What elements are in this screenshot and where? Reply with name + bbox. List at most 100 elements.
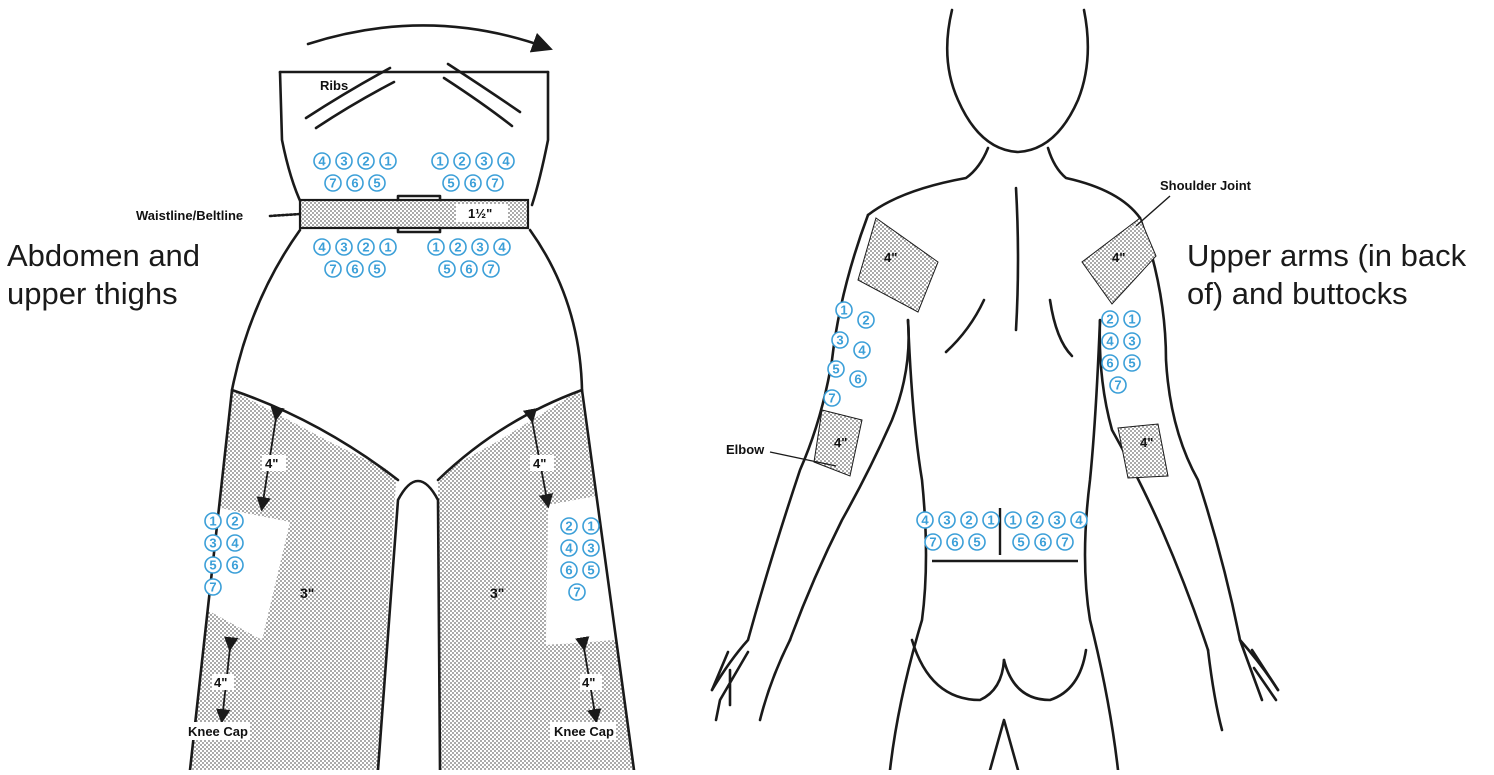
shoulder-joint-label: Shoulder Joint xyxy=(1160,178,1252,193)
abdomen-lower-right-site-number: 7 xyxy=(487,262,494,277)
thigh-right-site-number: 3 xyxy=(587,541,594,556)
waistline-leader xyxy=(270,214,300,216)
abdomen-upper-right-site-number: 7 xyxy=(491,176,498,191)
caption-arms-buttocks: Upper arms (in back of) and buttocks xyxy=(1187,237,1466,313)
torso-right-edge xyxy=(532,72,548,205)
arm-left-site-number: 1 xyxy=(840,303,847,318)
thigh-left-site-number: 1 xyxy=(209,514,216,529)
buttock-left-site-number: 3 xyxy=(943,513,950,528)
left-scapula xyxy=(946,300,984,352)
left-shoulder-measure-label: 4" xyxy=(884,250,897,265)
thigh-left-site-number: 2 xyxy=(231,514,238,529)
caption-right-line-1: Upper arms (in back xyxy=(1187,237,1466,275)
abdomen-upper-right-site-number: 4 xyxy=(502,154,510,169)
buttock-left-site-number: 4 xyxy=(921,513,929,528)
buttock-left-site-number: 6 xyxy=(951,535,958,550)
right-thigh-width-label: 3" xyxy=(490,585,504,601)
buttock-right-site-number: 1 xyxy=(1009,513,1016,528)
front-figure: Ribs 1½" Waistline/Beltline 4" 4" 3" 3" … xyxy=(136,25,634,770)
left-upper-thigh-measure-label: 4" xyxy=(265,456,278,471)
head-outline xyxy=(947,10,1088,152)
abdomen-lower-right-site-number: 4 xyxy=(498,240,506,255)
thigh-right-site-number: 1 xyxy=(587,519,594,534)
arm-right-site-number: 3 xyxy=(1128,334,1135,349)
arm-right-site-number: 1 xyxy=(1128,312,1135,327)
buttock-right-site-number: 6 xyxy=(1039,535,1046,550)
abdomen-lower-left-site-number: 3 xyxy=(340,240,347,255)
abdomen-upper-left-site-number: 5 xyxy=(373,176,380,191)
belt-width-label: 1½" xyxy=(468,206,492,221)
right-hand xyxy=(1208,640,1278,730)
abdomen-lower-left-site-number: 7 xyxy=(329,262,336,277)
abdomen-upper-left-site-number: 2 xyxy=(362,154,369,169)
caption-left-line-2: upper thighs xyxy=(7,275,200,313)
caption-abdomen-thighs: Abdomen and upper thighs xyxy=(7,237,200,313)
rotation-arrow xyxy=(308,25,548,48)
arm-left-site-number: 6 xyxy=(854,372,861,387)
torso-left-side xyxy=(890,320,926,770)
arm-right-site-number: 6 xyxy=(1106,356,1113,371)
right-buttock-curve xyxy=(1004,650,1086,700)
buttock-right-site-number: 4 xyxy=(1075,513,1083,528)
left-shoulder-outline xyxy=(868,148,988,215)
leg-gap xyxy=(990,720,1018,770)
left-shoulder-zone xyxy=(858,218,938,312)
buttock-right-site-number: 2 xyxy=(1031,513,1038,528)
abdomen-upper-right-site-number: 3 xyxy=(480,154,487,169)
spine-line xyxy=(1016,188,1018,330)
abdomen-lower-left-site-number: 6 xyxy=(351,262,358,277)
abdomen-upper-left-site-number: 6 xyxy=(351,176,358,191)
thigh-left-site-number: 5 xyxy=(209,558,216,573)
buttock-left-site-number: 5 xyxy=(973,535,980,550)
thigh-left-site-number: 4 xyxy=(231,536,239,551)
elbow-label: Elbow xyxy=(726,442,765,457)
abdomen-upper-right-site-number: 1 xyxy=(436,154,443,169)
buttock-right-site-number: 5 xyxy=(1017,535,1024,550)
caption-left-line-1: Abdomen and xyxy=(7,237,200,275)
arm-left-site-number: 7 xyxy=(828,391,835,406)
buttock-right-site-number: 7 xyxy=(1061,535,1068,550)
left-knee-measure-label: 4" xyxy=(214,675,227,690)
arm-left-site-number: 2 xyxy=(862,313,869,328)
left-thigh-width-label: 3" xyxy=(300,585,314,601)
abdomen-upper-right-site-number: 2 xyxy=(458,154,465,169)
arm-left-site-number: 3 xyxy=(836,333,843,348)
abdomen-lower-right-site-number: 2 xyxy=(454,240,461,255)
arm-right-site-number: 5 xyxy=(1128,356,1135,371)
right-upper-thigh-measure-label: 4" xyxy=(533,456,546,471)
abdomen-upper-right-site-number: 6 xyxy=(469,176,476,191)
thigh-right-site-number: 6 xyxy=(565,563,572,578)
waistline-label: Waistline/Beltline xyxy=(136,208,243,223)
abdomen-lower-left-site-number: 2 xyxy=(362,240,369,255)
right-scapula xyxy=(1050,300,1072,356)
arm-left-site-number: 4 xyxy=(858,343,866,358)
abdomen-lower-left-site-number: 5 xyxy=(373,262,380,277)
arm-right-site-number: 4 xyxy=(1106,334,1114,349)
abdomen-upper-left-site-number: 3 xyxy=(340,154,347,169)
abdomen-lower-right-site-number: 1 xyxy=(432,240,439,255)
abdomen-upper-right-site-number: 5 xyxy=(447,176,454,191)
right-knee-cap-label: Knee Cap xyxy=(554,724,614,739)
buttock-left-site-number: 7 xyxy=(929,535,936,550)
abdomen-lower-right-site-number: 5 xyxy=(443,262,450,277)
arm-right-site-number: 2 xyxy=(1106,312,1113,327)
torso-left-edge xyxy=(280,72,302,205)
thigh-right-site-number: 5 xyxy=(587,563,594,578)
right-elbow-zone xyxy=(1118,424,1168,478)
right-knee-measure-label: 4" xyxy=(582,675,595,690)
abdomen-lower-right-site-number: 6 xyxy=(465,262,472,277)
right-elbow-measure-label: 4" xyxy=(1140,435,1153,450)
abdomen-upper-left-site-number: 1 xyxy=(384,154,391,169)
shoulder-joint-leader xyxy=(1136,196,1170,226)
rib-left-1 xyxy=(306,68,390,118)
abdomen-lower-left-site-number: 4 xyxy=(318,240,326,255)
buttock-left-site-number: 1 xyxy=(987,513,994,528)
arm-right-site-number: 7 xyxy=(1114,378,1121,393)
abdomen-upper-left-site-number: 7 xyxy=(329,176,336,191)
abdomen-upper-left-site-number: 4 xyxy=(318,154,326,169)
buttock-right-site-number: 3 xyxy=(1053,513,1060,528)
abdomen-lower-right-site-number: 3 xyxy=(476,240,483,255)
left-knee-cap-label: Knee Cap xyxy=(188,724,248,739)
